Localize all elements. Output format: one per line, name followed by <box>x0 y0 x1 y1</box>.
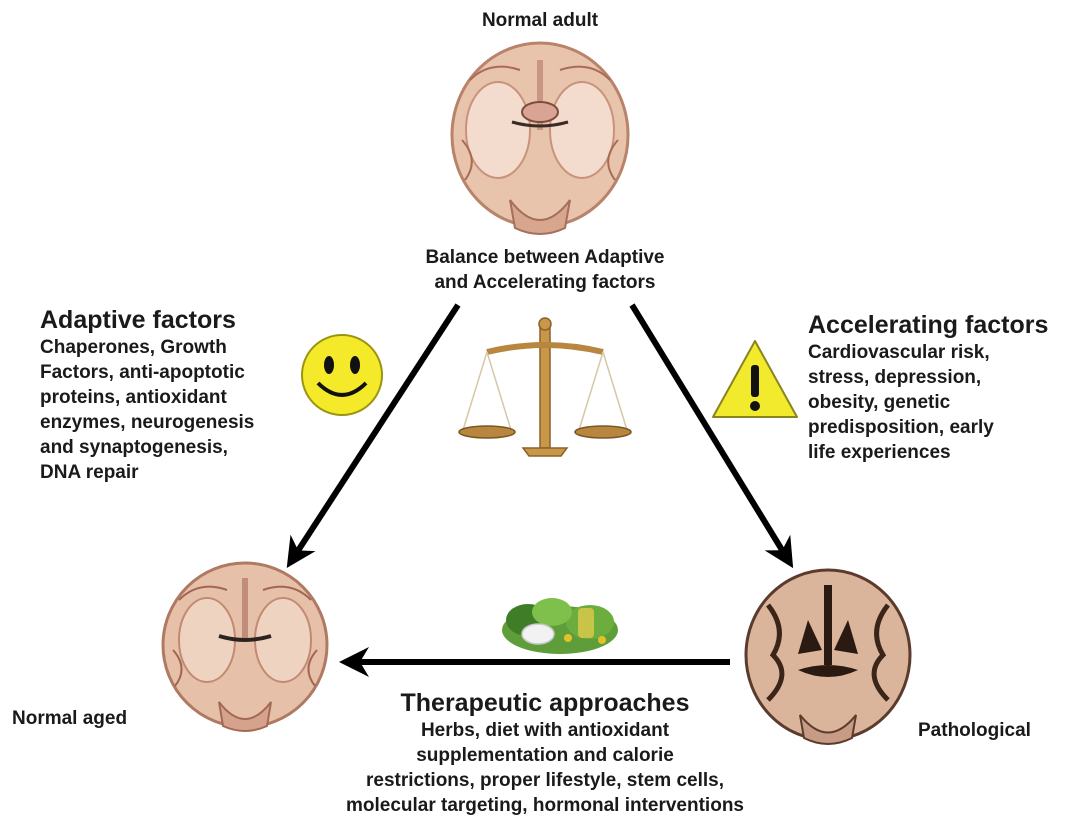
adaptive-factors-line: Chaperones, Growth <box>40 335 310 360</box>
balance-label-line2: and Accelerating factors <box>380 270 710 295</box>
adaptive-factors-line: enzymes, neurogenesis <box>40 410 310 435</box>
brain-normal-adult-icon <box>452 43 628 234</box>
adaptive-factors-line: DNA repair <box>40 460 310 485</box>
adaptive-factors-line: Factors, anti-apoptotic <box>40 360 310 385</box>
balance-label-line1: Balance between Adaptive <box>380 245 710 270</box>
adaptive-factors-heading: Adaptive factors <box>40 305 310 335</box>
therapeutic-approaches-heading: Therapeutic approaches <box>285 688 805 718</box>
arrow-to-normal-aged <box>290 305 458 563</box>
balance-label: Balance between Adaptive and Acceleratin… <box>380 245 710 295</box>
accelerating-factors-block: Accelerating factors Cardiovascular risk… <box>808 310 1091 465</box>
pathological-label: Pathological <box>918 720 1031 742</box>
normal-adult-label: Normal adult <box>440 10 640 32</box>
therapeutic-approaches-line: restrictions, proper lifestyle, stem cel… <box>285 768 805 793</box>
therapeutic-approaches-block: Therapeutic approaches Herbs, diet with … <box>285 688 805 818</box>
arrow-to-pathological <box>632 305 790 563</box>
therapeutic-approaches-line: Herbs, diet with antioxidant <box>285 718 805 743</box>
accelerating-factors-line: life experiences <box>808 440 1091 465</box>
accelerating-factors-line: predisposition, early <box>808 415 1091 440</box>
normal-aged-label: Normal aged <box>12 708 127 730</box>
therapeutic-approaches-line: supplementation and calorie <box>285 743 805 768</box>
adaptive-factors-line: and synaptogenesis, <box>40 435 310 460</box>
therapeutic-approaches-line: molecular targeting, hormonal interventi… <box>285 793 805 818</box>
accelerating-factors-heading: Accelerating factors <box>808 310 1091 340</box>
balance-scale-icon <box>459 318 631 456</box>
smiley-face-icon <box>302 335 382 415</box>
accelerating-factors-line: obesity, genetic <box>808 390 1091 415</box>
adaptive-factors-block: Adaptive factors Chaperones, Growth Fact… <box>40 305 310 485</box>
accelerating-factors-line: stress, depression, <box>808 365 1091 390</box>
warning-sign-icon <box>713 341 797 417</box>
herbs-bowl-icon <box>502 598 618 654</box>
adaptive-factors-line: proteins, antioxidant <box>40 385 310 410</box>
accelerating-factors-line: Cardiovascular risk, <box>808 340 1091 365</box>
